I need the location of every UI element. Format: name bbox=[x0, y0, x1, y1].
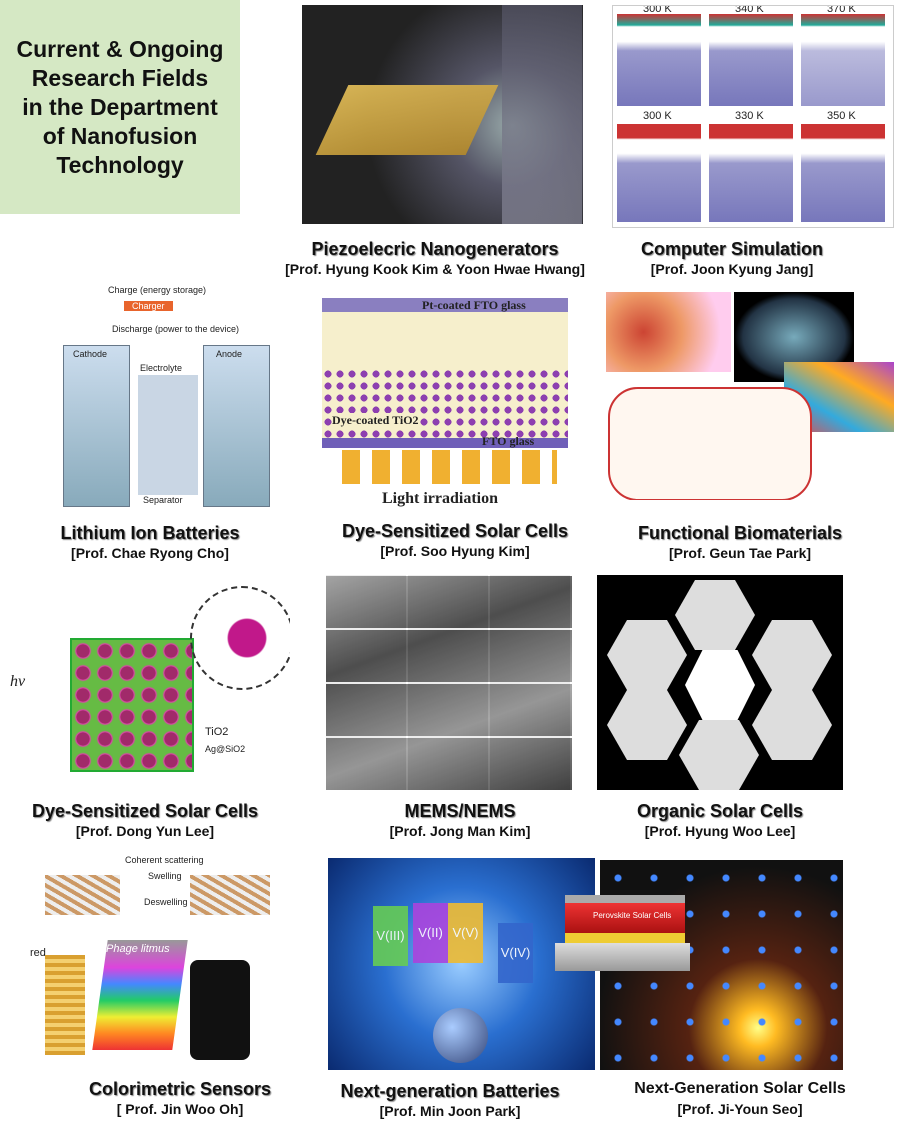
title-line: of Nanofusion bbox=[42, 122, 198, 149]
organic-solar-image bbox=[597, 575, 843, 790]
color-label: Deswelling bbox=[144, 897, 188, 907]
dssc2-label: Ag@SiO2 bbox=[205, 744, 246, 754]
field-title: Next-Generation Solar Cells bbox=[634, 1080, 846, 1097]
field-prof: [Prof. Soo Hyung Kim] bbox=[380, 543, 530, 559]
batt-label: V(IV) bbox=[498, 923, 533, 983]
title-line: Current & Ongoing bbox=[16, 35, 224, 62]
li-label: Discharge (power to the device) bbox=[112, 324, 240, 334]
dssc-label: Pt-coated FTO glass bbox=[422, 298, 526, 312]
dssc2-label: hv bbox=[10, 673, 26, 690]
color-label: Coherent scattering bbox=[125, 855, 204, 865]
title-box: Current & Ongoing Research Fields in the… bbox=[0, 0, 240, 214]
li-label: Charge (energy storage) bbox=[108, 285, 207, 295]
field-title: MEMS/NEMS bbox=[404, 801, 516, 821]
caption-organic: Organic Solar Cells [Prof. Hyung Woo Lee] bbox=[637, 800, 803, 840]
field-title: Dye-Sensitized Solar Cells bbox=[341, 521, 569, 541]
simulation-image: 300 K 340 K 370 K 300 K 330 K 350 K bbox=[612, 5, 894, 228]
field-prof: [Prof. Chae Ryong Cho] bbox=[71, 545, 229, 561]
batt-label: V(V) bbox=[448, 903, 483, 963]
caption-dssc2: Dye-Sensitized Solar Cells [Prof. Dong Yu… bbox=[32, 800, 258, 840]
field-title: Lithium Ion Batteries bbox=[60, 523, 240, 543]
sim-label: 350 K bbox=[827, 110, 856, 122]
li-label: Separator bbox=[143, 495, 183, 505]
perovskite-cell: Perovskite Solar Cells bbox=[555, 895, 690, 973]
perovskite-label: Perovskite Solar Cells bbox=[593, 911, 672, 920]
sim-label: 340 K bbox=[735, 5, 764, 15]
dssc-label: Light irradiation bbox=[382, 490, 499, 507]
field-title: Organic Solar Cells bbox=[636, 801, 804, 821]
field-prof: [Prof. Joon Kyung Jang] bbox=[650, 261, 814, 277]
caption-batteries: Next-generation Batteries [Prof. Min Joon… bbox=[340, 1080, 559, 1120]
field-prof: [Prof. Hyung Woo Lee] bbox=[644, 823, 796, 839]
caption-dssc: Dye-Sensitized Solar Cells [Prof. Soo Hyu… bbox=[342, 520, 568, 560]
field-prof: [Prof. Jong Man Kim] bbox=[389, 823, 531, 839]
lithium-battery-image: Charge (energy storage) Charger Discharg… bbox=[28, 285, 282, 515]
field-title: Next-generation Batteries bbox=[340, 1081, 560, 1101]
batt-label: V(II) bbox=[413, 903, 448, 963]
color-label: Phage litmus bbox=[106, 943, 170, 955]
color-label: Swelling bbox=[148, 871, 182, 881]
colorimetric-image: Coherent scattering Swelling Deswelling … bbox=[30, 855, 280, 1067]
field-title: Functional Biomaterials bbox=[637, 523, 843, 543]
field-title: Piezoelecric Nanogenerators bbox=[311, 239, 559, 259]
li-label: Cathode bbox=[73, 349, 108, 359]
caption-solar: Next-Generation Solar Cells [Prof. Ji-You… bbox=[634, 1078, 846, 1118]
field-prof: [Prof. Hyung Kook Kim & Yoon Hwae Hwang] bbox=[285, 261, 585, 277]
caption-colorimetric: Colorimetric Sensors [ Prof. Jin Woo Oh] bbox=[89, 1078, 271, 1118]
field-prof: [Prof. Geun Tae Park] bbox=[668, 545, 812, 561]
color-label: red bbox=[30, 947, 46, 959]
li-label: Electrolyte bbox=[140, 363, 183, 373]
field-prof: [Prof. Ji-Youn Seo] bbox=[677, 1101, 803, 1117]
caption-simulation: Computer Simulation [Prof. Joon Kyung Jan… bbox=[641, 238, 823, 278]
title-line: Research Fields bbox=[31, 64, 209, 91]
li-label: Anode bbox=[216, 349, 243, 359]
caption-biomaterials: Functional Biomaterials [Prof. Geun Tae P… bbox=[638, 522, 842, 562]
batt-label: V(III) bbox=[373, 906, 408, 966]
sim-label: 300 K bbox=[643, 110, 672, 122]
dssc2-image: hv TiO2 Ag@SiO2 bbox=[10, 578, 290, 790]
field-prof: [Prof. Min Joon Park] bbox=[379, 1103, 521, 1119]
caption-piezo: Piezoelecric Nanogenerators [Prof. Hyung … bbox=[285, 238, 585, 278]
caption-mems: MEMS/NEMS [Prof. Jong Man Kim] bbox=[390, 800, 531, 840]
mems-image bbox=[326, 575, 572, 790]
dssc-label: FTO glass bbox=[482, 434, 535, 448]
title-line: in the Department bbox=[22, 93, 218, 120]
field-title: Dye-Sensitized Solar Cells bbox=[31, 801, 259, 821]
page-title: Current & Ongoing Research Fields in the… bbox=[17, 35, 224, 180]
li-label: Charger bbox=[124, 301, 173, 311]
dssc-label: Dye-coated TiO2 bbox=[332, 413, 419, 428]
title-line: Technology bbox=[56, 151, 184, 178]
sim-label: 370 K bbox=[827, 5, 856, 15]
biomaterials-image bbox=[598, 292, 895, 500]
dssc2-label: TiO2 bbox=[205, 726, 229, 738]
batteries-image: V(III) V(II) V(V) V(IV) bbox=[328, 858, 595, 1070]
sim-label: 300 K bbox=[643, 5, 672, 15]
field-title: Computer Simulation bbox=[640, 239, 824, 259]
sim-label: 330 K bbox=[735, 110, 764, 122]
field-prof: [ Prof. Jin Woo Oh] bbox=[116, 1101, 244, 1117]
dssc-image: Pt-coated FTO glass Dye-coated TiO2 FTO … bbox=[322, 298, 568, 512]
field-title: Colorimetric Sensors bbox=[88, 1079, 272, 1099]
caption-lithium: Lithium Ion Batteries [Prof. Chae Ryong C… bbox=[60, 522, 239, 562]
field-prof: [Prof. Dong Yun Lee] bbox=[75, 823, 215, 839]
piezo-image bbox=[302, 5, 583, 224]
